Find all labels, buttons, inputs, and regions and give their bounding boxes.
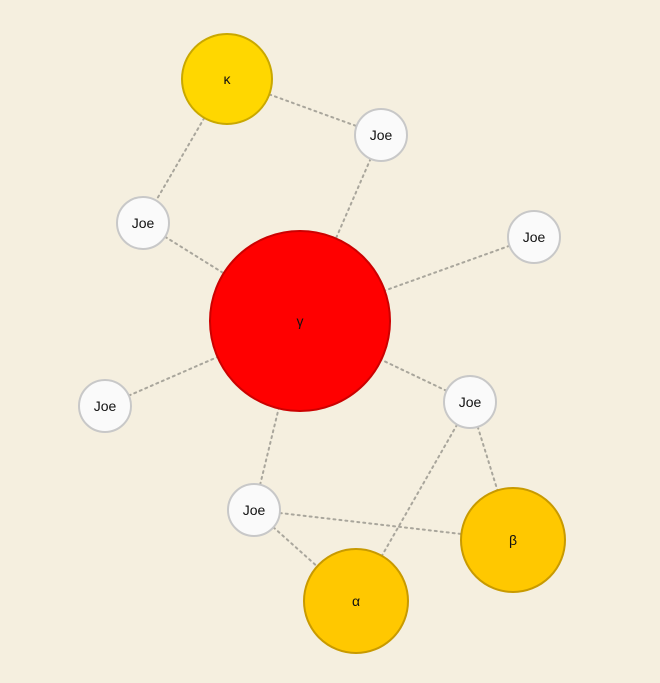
edge-joe5-alpha [380, 423, 459, 557]
edge-joe5-gamma [380, 358, 448, 392]
node-gamma-label: γ [297, 313, 304, 329]
node-beta-circle [460, 487, 566, 593]
node-gamma[interactable]: γ [209, 230, 391, 412]
node-alpha-circle [303, 548, 409, 654]
edge-joe6-beta [278, 512, 463, 535]
node-kappa[interactable]: κ [181, 33, 273, 125]
edge-joe4-gamma [127, 356, 219, 397]
edge-kappa-joe1 [155, 116, 206, 202]
edge-joe5-beta [476, 425, 499, 492]
edge-joe2-gamma [334, 157, 372, 240]
node-joe-3-label: Joe [523, 229, 546, 245]
node-joe-5[interactable]: Joe [443, 375, 497, 429]
node-joe-3[interactable]: Joe [507, 210, 561, 264]
node-alpha[interactable]: α [303, 548, 409, 654]
node-kappa-label: κ [224, 71, 232, 87]
node-joe-4[interactable]: Joe [78, 379, 132, 433]
node-joe-4-label: Joe [94, 398, 117, 414]
node-joe-1-circle [116, 196, 170, 250]
node-joe-5-label: Joe [459, 394, 482, 410]
node-kappa-circle [181, 33, 273, 125]
edge-kappa-joe2 [268, 93, 358, 128]
node-joe-2-label: Joe [370, 127, 393, 143]
node-alpha-label: α [352, 593, 360, 609]
edge-joe3-gamma [383, 244, 511, 292]
node-beta[interactable]: β [460, 487, 566, 593]
nodes-layer: κ γ α β Joe Joe Joe [78, 33, 566, 654]
node-joe-4-circle [78, 379, 132, 433]
edge-joe6-alpha [272, 526, 319, 568]
node-joe-6-circle [227, 483, 281, 537]
node-joe-3-circle [507, 210, 561, 264]
node-joe-6[interactable]: Joe [227, 483, 281, 537]
node-joe-2-circle [354, 108, 408, 162]
edge-joe6-gamma [259, 407, 280, 486]
edges-layer [127, 93, 511, 568]
node-joe-5-circle [443, 375, 497, 429]
node-joe-6-label: Joe [243, 502, 266, 518]
node-joe-1-label: Joe [132, 215, 155, 231]
node-beta-label: β [509, 532, 517, 548]
node-joe-1[interactable]: Joe [116, 196, 170, 250]
edge-joe1-gamma [164, 235, 225, 275]
node-gamma-circle [209, 230, 391, 412]
node-joe-2[interactable]: Joe [354, 108, 408, 162]
